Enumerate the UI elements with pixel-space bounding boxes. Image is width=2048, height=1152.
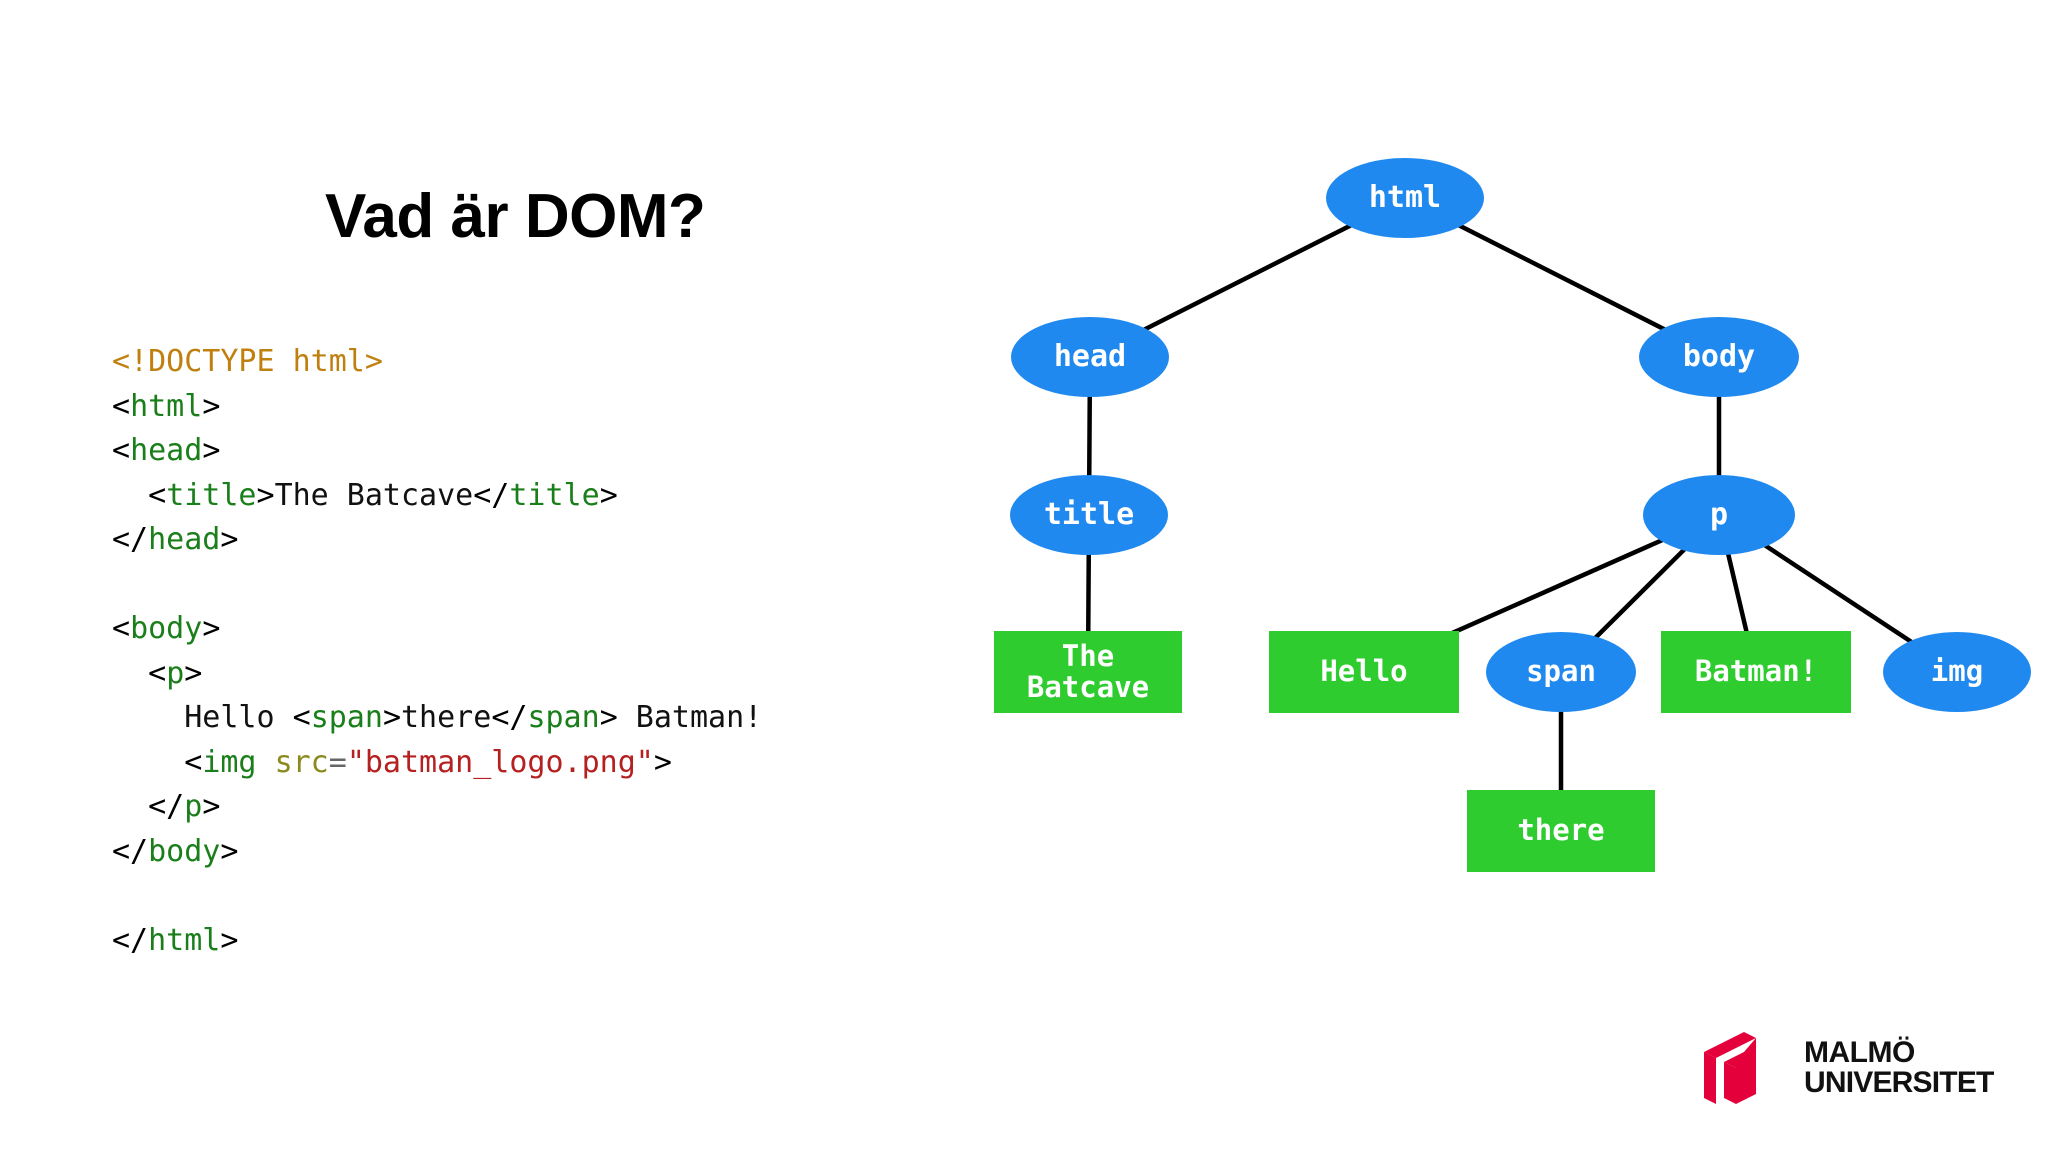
code-token-punct: > xyxy=(184,655,203,691)
tree-node-hello[interactable]: Hello xyxy=(1269,631,1459,713)
code-token-tag: title xyxy=(166,477,257,513)
code-token-punct: > xyxy=(202,611,221,646)
tree-node-label: img xyxy=(1930,654,1984,689)
tree-edge-html-head xyxy=(1121,212,1374,343)
tree-node-there[interactable]: there xyxy=(1467,790,1655,872)
malmo-wordmark: MALMÖ UNIVERSITET xyxy=(1804,1038,1994,1098)
code-token-tag: head xyxy=(130,433,203,468)
code-token-tag: p xyxy=(166,655,185,691)
code-token-punct: > xyxy=(220,922,239,958)
code-token-punct: < xyxy=(112,433,131,468)
tree-node-body[interactable]: body xyxy=(1639,317,1799,397)
logo-line-2: UNIVERSITET xyxy=(1804,1066,1994,1099)
code-token-punct: > xyxy=(202,433,221,468)
code-token-punct: > xyxy=(382,700,401,735)
code-token-punct: </ xyxy=(491,700,528,735)
code-token-punct: > xyxy=(220,833,239,869)
tree-edge-p-batman xyxy=(1725,550,1750,636)
tree-node-label: Batman! xyxy=(1694,654,1818,689)
tree-node-label: head xyxy=(1053,338,1127,374)
tree-node-label: body xyxy=(1682,338,1756,374)
code-token-punct: > xyxy=(220,522,239,557)
code-token-punct: < xyxy=(148,477,167,513)
code-token-tag: span xyxy=(310,700,383,735)
code-token-text: Batman! xyxy=(617,700,763,735)
code-token-tag: head xyxy=(148,522,221,557)
malmo-monogram-icon xyxy=(1704,1032,1756,1104)
code-token-tag: body xyxy=(130,611,203,646)
code-token-punct: > xyxy=(202,789,221,824)
code-token-tag: img xyxy=(202,744,257,780)
html-code-listing: <!DOCTYPE html><html><head> <title>The B… xyxy=(112,340,762,963)
tree-node-img[interactable]: img xyxy=(1883,632,2031,712)
code-token-text xyxy=(257,745,275,780)
code-token-tag: html xyxy=(130,388,203,424)
code-line: Hello <span>there</span> Batman! xyxy=(112,696,762,741)
code-token-punct: </ xyxy=(112,922,149,958)
code-token-text: The Batcave xyxy=(274,477,474,513)
code-token-punct: </ xyxy=(473,477,510,513)
tree-edge-title-batcave xyxy=(1085,551,1092,635)
tree-edge-head-title xyxy=(1086,393,1093,479)
tree-node-batcave[interactable]: The Batcave xyxy=(994,631,1182,713)
code-token-doctype: <!DOCTYPE html> xyxy=(112,344,383,379)
tree-node-label: html xyxy=(1368,179,1442,215)
code-line xyxy=(112,874,762,919)
tree-node-head[interactable]: head xyxy=(1011,317,1169,397)
tree-node-label: Hello xyxy=(1320,654,1408,689)
tree-node-label: span xyxy=(1526,654,1596,689)
code-line: <!DOCTYPE html> xyxy=(112,340,762,385)
code-line: </body> xyxy=(112,830,762,875)
page-title: Vad är DOM? xyxy=(325,182,706,251)
logo-line-1: MALMÖ xyxy=(1804,1036,1915,1069)
tree-node-batman[interactable]: Batman! xyxy=(1661,631,1851,713)
tree-node-label: title xyxy=(1043,496,1135,532)
malmo-universitet-logo: MALMÖ UNIVERSITET xyxy=(1700,1026,2000,1110)
code-line: <title>The Batcave</title> xyxy=(112,474,762,519)
tree-node-label: The Batcave xyxy=(1026,638,1150,704)
code-line xyxy=(112,563,762,608)
code-token-punct: < xyxy=(292,700,311,735)
code-token-string: "batman_logo.png" xyxy=(346,744,654,780)
code-token-punct: </ xyxy=(112,833,149,869)
code-line: <body> xyxy=(112,607,762,652)
code-token-tag: p xyxy=(184,789,203,824)
code-token-punct: > xyxy=(653,744,672,780)
code-token-punct: > xyxy=(256,477,275,513)
code-token-text: there xyxy=(401,700,492,735)
code-token-attr: src xyxy=(274,744,329,780)
code-line: <p> xyxy=(112,652,762,697)
tree-node-p[interactable]: p xyxy=(1643,475,1795,555)
code-token-punct: < xyxy=(112,388,131,424)
code-line: <img src="batman_logo.png"> xyxy=(112,741,762,786)
tree-edge-html-body xyxy=(1436,212,1688,343)
code-token-punct: > xyxy=(202,388,221,424)
code-token-punct: < xyxy=(112,611,131,646)
code-line: <head> xyxy=(112,429,762,474)
code-line: <html> xyxy=(112,385,762,430)
tree-node-label: there xyxy=(1517,813,1605,848)
code-token-tag: title xyxy=(509,477,600,513)
tree-node-label: p xyxy=(1709,496,1729,532)
tree-node-title[interactable]: title xyxy=(1010,475,1168,555)
code-line: </html> xyxy=(112,919,762,964)
code-token-punct: > xyxy=(599,700,618,735)
code-token-punct: < xyxy=(148,655,167,691)
code-token-tag: body xyxy=(148,833,221,869)
code-token-tag: span xyxy=(527,700,600,735)
tree-node-span[interactable]: span xyxy=(1486,632,1636,712)
code-token-punct: </ xyxy=(148,789,185,824)
code-token-punct: > xyxy=(599,477,618,513)
code-token-eq: = xyxy=(328,744,347,780)
code-token-punct: </ xyxy=(112,522,149,557)
code-line: </p> xyxy=(112,785,762,830)
code-token-punct: < xyxy=(184,744,203,780)
code-token-tag: html xyxy=(148,922,221,958)
code-token-text: Hello xyxy=(184,700,293,735)
tree-node-html[interactable]: html xyxy=(1326,158,1484,238)
code-line: </head> xyxy=(112,518,762,563)
